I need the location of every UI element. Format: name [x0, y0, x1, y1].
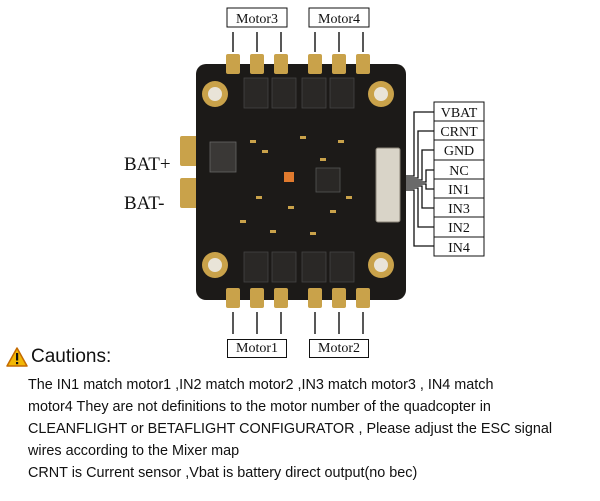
caution-line: wires according to the Mixer map [28, 443, 240, 459]
motor2-label-box: Motor2 [309, 339, 369, 358]
cautions-section: Cautions: The IN1 match motor1 ,IN2 matc… [6, 344, 596, 484]
esc-board [180, 54, 406, 308]
mosfets-top [243, 77, 355, 109]
mcu-chip [315, 167, 341, 193]
bottom-motor-pads [226, 288, 370, 308]
caution-line: The IN1 match motor1 ,IN2 match motor2 ,… [28, 377, 494, 393]
warning-triangle-icon [6, 347, 28, 367]
caution-line: CRNT is Current sensor ,Vbat is battery … [28, 465, 418, 481]
pin-label: NC [449, 164, 468, 179]
bat-plus-label: BAT+ [124, 154, 171, 175]
pin-label: CRNT [440, 125, 478, 140]
top-motor-pads [226, 54, 370, 74]
motor1-label: Motor1 [236, 341, 278, 356]
pin-label: IN4 [448, 241, 470, 256]
pin-labels: VBAT CRNT GND NC IN1 IN3 IN2 IN4 [433, 101, 485, 257]
motor3-label: Motor3 [236, 12, 278, 27]
motor4-label: Motor4 [318, 12, 360, 27]
pin-label: IN3 [448, 202, 470, 217]
esc-diagram: Motor3 Motor4 [124, 7, 485, 334]
orange-led [284, 172, 294, 182]
smd-components [240, 136, 352, 235]
pin-wires [406, 111, 434, 247]
pcb [196, 64, 406, 300]
cautions-text: The IN1 match motor1 ,IN2 match motor2 ,… [28, 374, 596, 484]
motor2-label: Motor2 [318, 341, 360, 356]
cautions-heading: Cautions: [6, 344, 596, 370]
pin-label: IN2 [448, 221, 470, 236]
pin-label: IN1 [448, 183, 470, 198]
caution-line: CLEANFLIGHT or BETAFLIGHT CONFIGURATOR ,… [28, 421, 553, 437]
mosfets-bottom [243, 251, 355, 283]
motor1-label-box: Motor1 [227, 339, 287, 358]
bottom-motor-wires [232, 312, 364, 334]
caution-line: motor4 They are not definitions to the m… [28, 399, 491, 415]
cautions-title: Cautions: [31, 346, 112, 367]
signal-connector [375, 147, 401, 223]
pin-label: VBAT [441, 106, 478, 121]
bat-minus-label: BAT- [124, 193, 164, 214]
mounting-holes [202, 81, 394, 278]
motor3-label-box [226, 7, 288, 28]
top-motor-wires [232, 32, 364, 52]
capacitor-block [209, 141, 237, 173]
motor4-label-box [308, 7, 370, 28]
pin-label: GND [444, 144, 474, 159]
